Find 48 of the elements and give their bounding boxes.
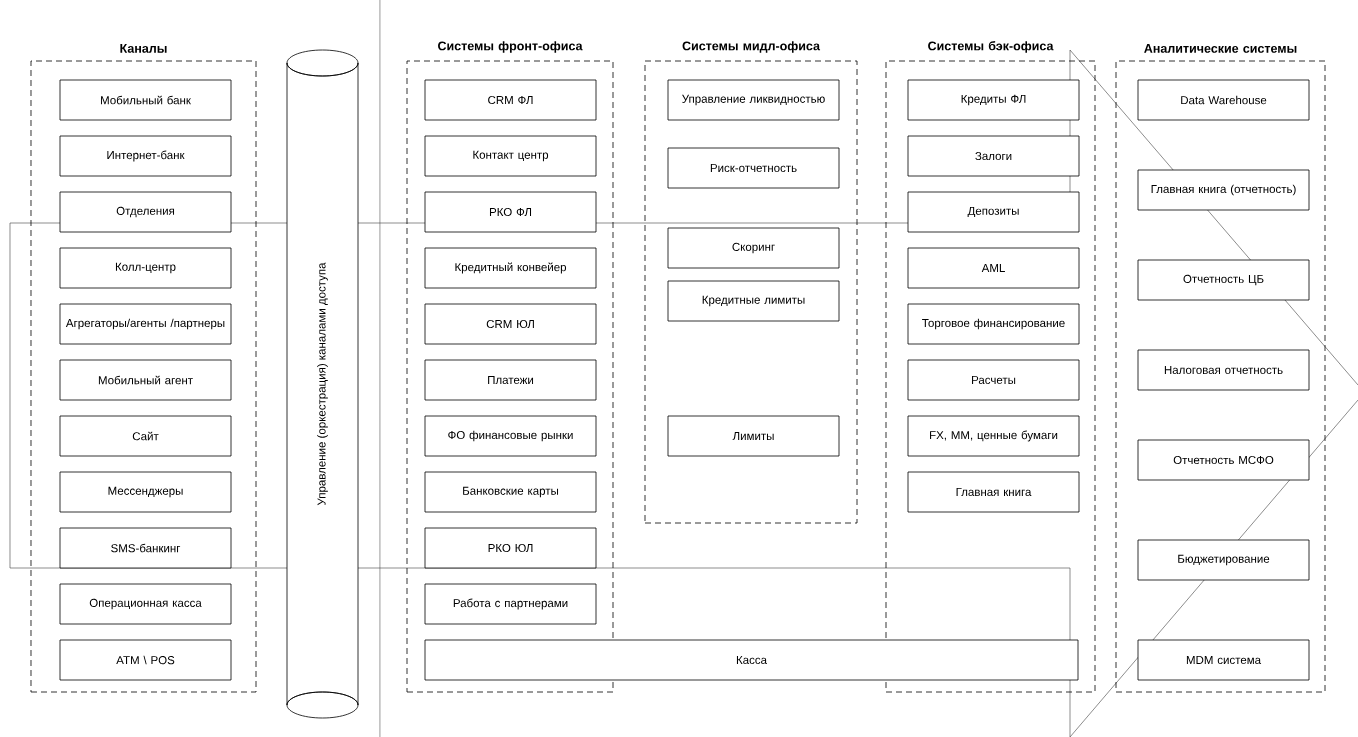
system-box: Депозиты bbox=[907, 191, 1080, 233]
system-box: FX, MM, ценные бумаги bbox=[907, 415, 1080, 457]
node-label: Системы бэк-офиса bbox=[928, 41, 1054, 53]
system-box: CRM ЮЛ bbox=[424, 303, 597, 345]
system-box: Контакт центр bbox=[424, 135, 597, 177]
system-box: Главная книга (отчетность) bbox=[1137, 169, 1310, 211]
node-label: Системы мидл-офиса bbox=[682, 41, 821, 53]
system-box: Агрегаторы/агенты /партнеры bbox=[59, 303, 232, 345]
system-box: Отчетность МСФО bbox=[1137, 439, 1310, 481]
system-box: Залоги bbox=[907, 135, 1080, 177]
system-box: ATM \ POS bbox=[59, 639, 232, 681]
system-box: Работа с партнерами bbox=[424, 583, 597, 625]
system-box: Риск-отчетность bbox=[667, 147, 840, 189]
system-box: MDM система bbox=[1137, 639, 1310, 681]
system-box: Отчетность ЦБ bbox=[1137, 259, 1310, 301]
node-label: Системы фронт-офиса bbox=[438, 41, 583, 53]
system-box: Мессенджеры bbox=[59, 471, 232, 513]
system-box: Отделения bbox=[59, 191, 232, 233]
node-label: Каналы bbox=[120, 44, 167, 53]
system-box: Операционная касса bbox=[59, 583, 232, 625]
system-box: Кредитный конвейер bbox=[424, 247, 597, 289]
cylinder: Управление (оркестрация) каналами доступа bbox=[286, 49, 359, 719]
system-box: Налоговая отчетность bbox=[1137, 349, 1310, 391]
system-box: Сайт bbox=[59, 415, 232, 457]
system-box: Торговое финансирование bbox=[907, 303, 1080, 345]
system-box: Лимиты bbox=[667, 415, 840, 457]
node-label: Аналитические системы bbox=[1144, 44, 1297, 53]
system-box: Кредиты ФЛ bbox=[907, 79, 1080, 121]
system-box: Мобильный банк bbox=[59, 79, 232, 121]
system-box: РКО ФЛ bbox=[424, 191, 597, 233]
system-box: Мобильный агент bbox=[59, 359, 232, 401]
system-box: SMS-банкинг bbox=[59, 527, 232, 569]
system-box: Data Warehouse bbox=[1137, 79, 1310, 121]
system-box: Колл-центр bbox=[59, 247, 232, 289]
system-box: Управление ликвидностью bbox=[667, 79, 840, 121]
system-box: РКО ЮЛ bbox=[424, 527, 597, 569]
system-box: Интернет-банк bbox=[59, 135, 232, 177]
system-box: Банковские карты bbox=[424, 471, 597, 513]
system-box: Главная книга bbox=[907, 471, 1080, 513]
system-box: Расчеты bbox=[907, 359, 1080, 401]
system-box: ФО финансовые рынки bbox=[424, 415, 597, 457]
system-box: Кредитные лимиты bbox=[667, 280, 840, 322]
system-box: Платежи bbox=[424, 359, 597, 401]
system-box: Скоринг bbox=[667, 227, 840, 269]
system-box: Касса bbox=[424, 639, 1079, 681]
system-box: Бюджетирование bbox=[1137, 539, 1310, 581]
system-box: CRM ФЛ bbox=[424, 79, 597, 121]
system-box: AML bbox=[907, 247, 1080, 289]
